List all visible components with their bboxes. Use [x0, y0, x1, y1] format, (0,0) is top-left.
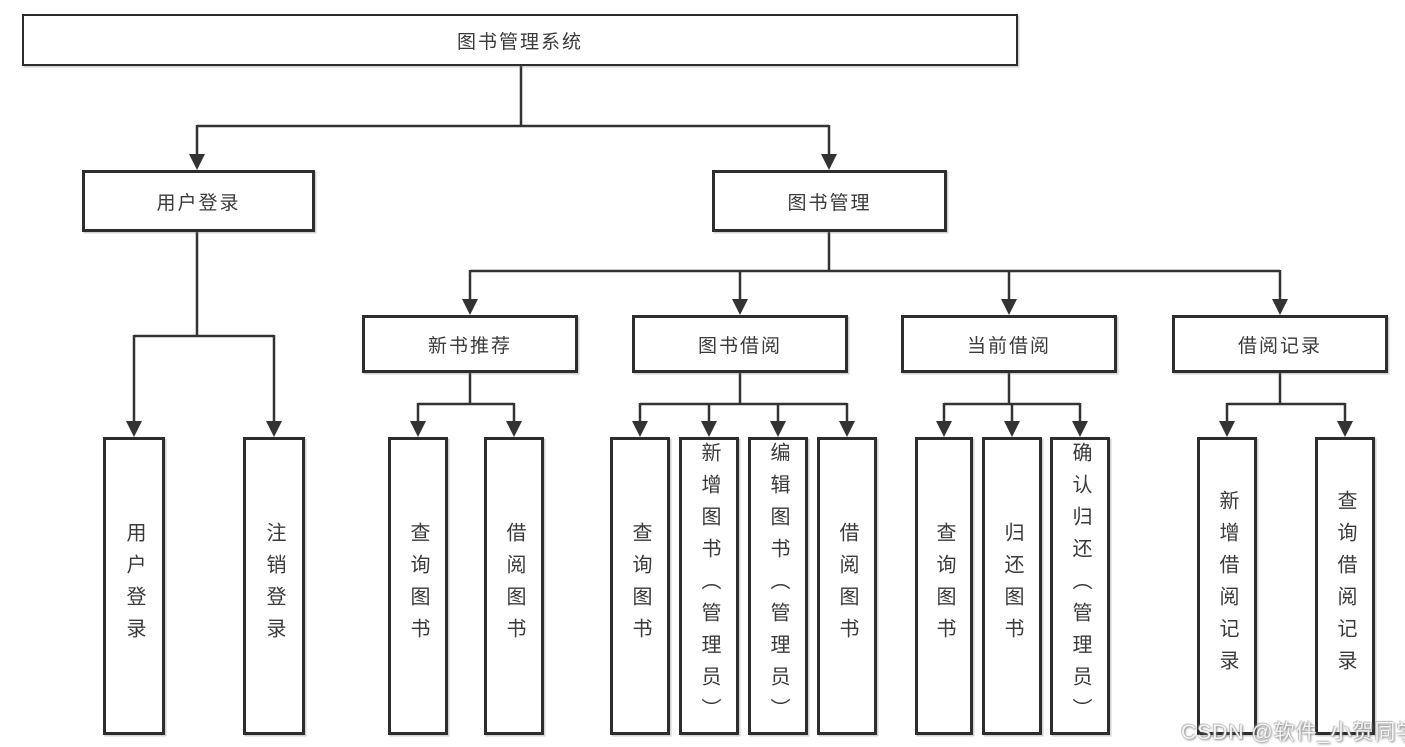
node-book-management: 图书管理 [712, 170, 947, 232]
node-leaf-edit-book-admin: 编辑图书（管理员） [748, 437, 808, 735]
node-leaf-add-borrow-record: 新增借阅记录 [1197, 437, 1257, 735]
node-leaf-query-book-current: 查询图书 [915, 437, 973, 735]
node-current-borrow: 当前借阅 [901, 315, 1117, 373]
csdn-watermark: CSDN @软件_小贺同学 [1181, 721, 1405, 744]
node-leaf-borrow-book-recommend: 借阅图书 [484, 437, 544, 735]
node-leaf-user-login: 用户登录 [103, 437, 165, 735]
node-leaf-confirm-return-admin: 确认归还（管理员） [1050, 437, 1110, 735]
node-new-book-recommend: 新书推荐 [362, 315, 578, 373]
node-leaf-add-book-admin: 新增图书（管理员） [679, 437, 739, 735]
node-leaf-query-borrow-record: 查询借阅记录 [1315, 437, 1375, 735]
node-leaf-borrow-book: 借阅图书 [817, 437, 877, 735]
node-borrow-records: 借阅记录 [1172, 315, 1388, 373]
node-leaf-query-book-borrow: 查询图书 [610, 437, 670, 735]
node-book-borrow: 图书借阅 [632, 315, 848, 373]
node-leaf-logout: 注销登录 [243, 437, 305, 735]
node-leaf-return-book: 归还图书 [982, 437, 1042, 735]
node-user-login: 用户登录 [82, 170, 315, 232]
node-library-management-system: 图书管理系统 [22, 14, 1018, 66]
node-leaf-query-book-recommend: 查询图书 [388, 437, 448, 735]
